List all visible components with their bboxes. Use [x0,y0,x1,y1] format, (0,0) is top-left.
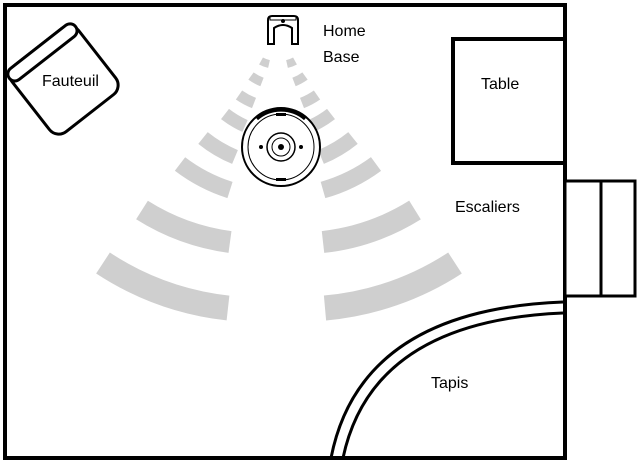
table-label: Table [481,76,519,93]
signal-arcs-right [286,57,462,321]
robot-vacuum-icon [241,107,321,187]
rug-label: Tapis [431,375,468,392]
home-base-dock-icon [267,15,299,45]
rug [329,300,564,459]
home-base-label-line2: Base [323,49,360,66]
stairs [563,179,637,298]
armchair-label: Fauteuil [42,73,99,90]
home-base-label-line1: Home [323,23,366,40]
table [451,37,567,165]
armchair [6,22,120,136]
signal-arcs-left [96,57,270,321]
stairs-label: Escaliers [455,199,520,216]
